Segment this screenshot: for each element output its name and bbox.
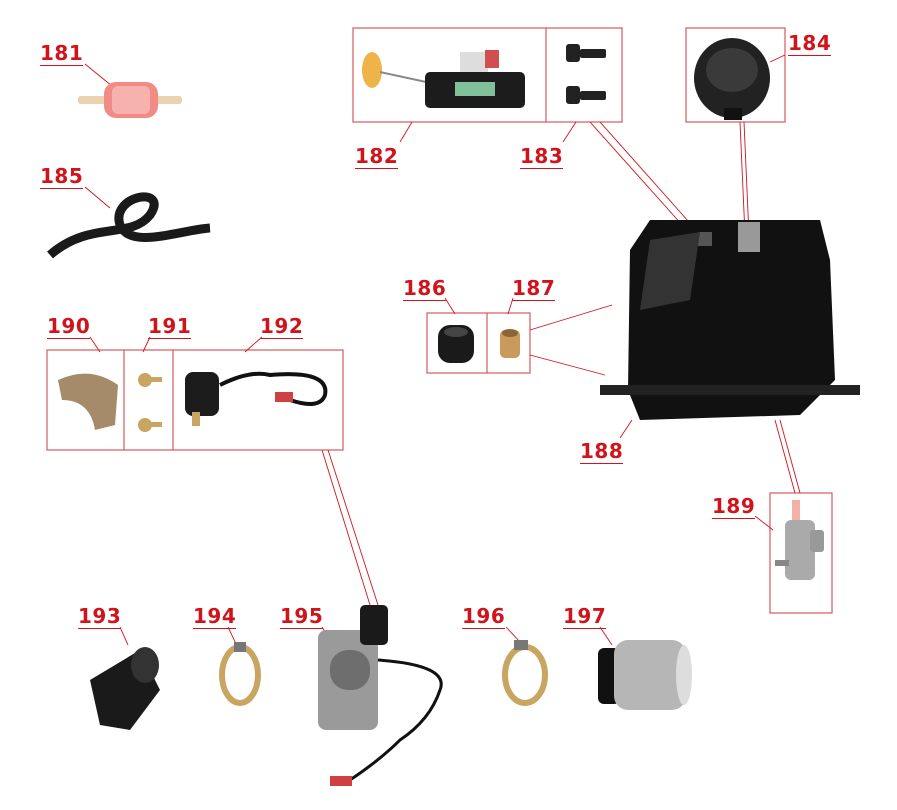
label-195: 195 — [280, 604, 324, 629]
box-190-192 — [46, 349, 344, 451]
label-186: 186 — [403, 276, 447, 301]
label-185: 185 — [40, 164, 84, 189]
intake-manifold-icon — [90, 647, 160, 730]
carburetor-icon — [318, 605, 443, 786]
auto-choke-icon — [185, 371, 328, 426]
box-182-183 — [352, 27, 623, 123]
rubber-grommet-icon — [438, 325, 474, 363]
air-filter-icon — [598, 640, 692, 710]
label-191: 191 — [148, 314, 192, 339]
label-182: 182 — [355, 144, 399, 169]
label-190: 190 — [47, 314, 91, 339]
label-187: 187 — [512, 276, 556, 301]
fuel-hose-icon — [47, 192, 211, 259]
hose-clamp-icon — [502, 640, 548, 706]
part-boxes — [46, 27, 833, 614]
fuel-tank-icon — [600, 220, 860, 420]
label-188: 188 — [580, 439, 624, 464]
label-181: 181 — [40, 41, 84, 66]
label-196: 196 — [462, 604, 506, 629]
box-186-187 — [426, 312, 531, 374]
fuel-cap-icon — [694, 38, 770, 120]
fuel-filter-icon — [78, 82, 182, 118]
label-193: 193 — [78, 604, 122, 629]
screws-icon — [138, 373, 162, 432]
bracket-icon — [58, 373, 118, 430]
label-189: 189 — [712, 494, 756, 519]
box-189 — [769, 492, 833, 614]
bushing-icon — [500, 329, 520, 358]
label-183: 183 — [520, 144, 564, 169]
bolts-icon — [566, 44, 606, 104]
label-194: 194 — [193, 604, 237, 629]
hose-clamp-icon — [219, 642, 261, 706]
fuel-level-sender-icon — [362, 50, 525, 108]
label-197: 197 — [563, 604, 607, 629]
label-184: 184 — [788, 31, 832, 56]
label-192: 192 — [260, 314, 304, 339]
fuel-petcock-icon — [775, 500, 824, 580]
box-184 — [685, 27, 786, 123]
